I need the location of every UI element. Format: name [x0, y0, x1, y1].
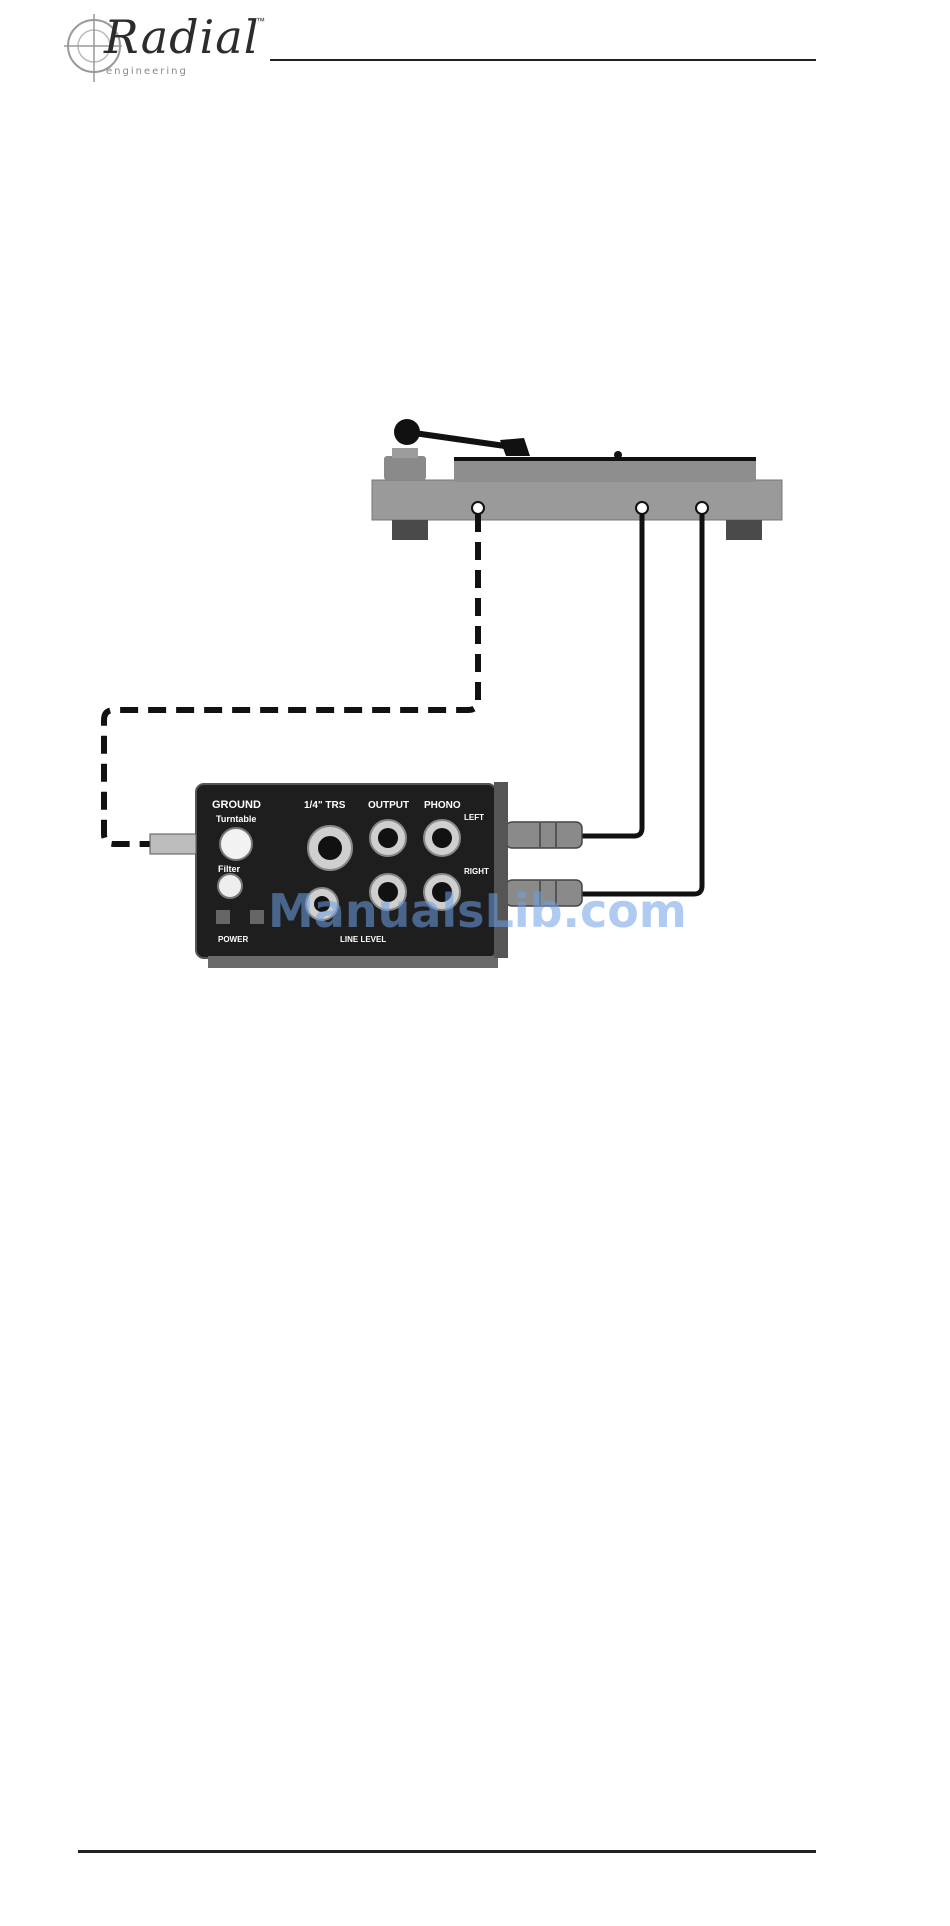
left-audio-cable [580, 514, 642, 836]
connection-diagram: GROUND Turntable Filter 1/4" TRS OUTPUT … [0, 0, 950, 1000]
label-turntable: Turntable [216, 814, 256, 824]
label-filter: Filter [218, 864, 241, 874]
label-left: LEFT [464, 813, 484, 822]
phono-preamp-device: GROUND Turntable Filter 1/4" TRS OUTPUT … [150, 782, 508, 968]
label-phono: PHONO [424, 800, 461, 811]
label-right: RIGHT [464, 867, 489, 876]
turntable [372, 419, 782, 540]
manualslib-watermark: ManualsLib.com [268, 884, 687, 938]
label-output: OUTPUT [368, 800, 409, 811]
label-power: POWER [218, 935, 248, 944]
label-ground: GROUND [212, 799, 261, 811]
label-trs: 1/4" TRS [304, 800, 346, 811]
footer-divider [78, 1850, 816, 1853]
